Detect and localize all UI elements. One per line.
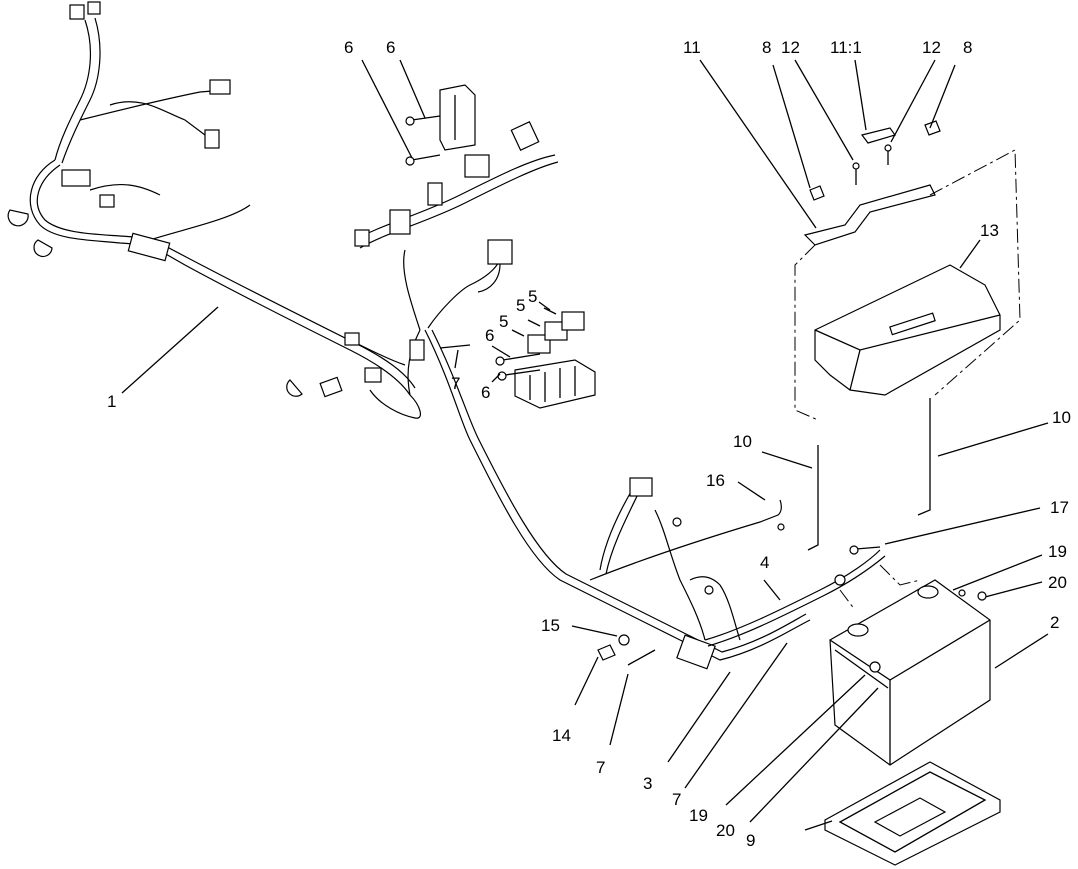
battery: [829, 579, 991, 766]
callout-20: 20: [1048, 573, 1067, 592]
battery-cover: [814, 264, 1001, 396]
fuse-block: [514, 359, 596, 409]
callout-6: 6: [386, 38, 395, 57]
callout-6: 6: [485, 326, 494, 345]
positive-cable: [704, 549, 886, 647]
callout-6: 6: [481, 383, 490, 402]
callout-20: 20: [716, 821, 735, 840]
ground-cable: [589, 499, 785, 581]
callout-labels: 1 2 3 4 5 5 5 5 6 6 6 6 7 7 7 8 8 9 10 1…: [107, 38, 1071, 850]
callout-7: 7: [596, 758, 605, 777]
callout-15: 15: [541, 616, 560, 635]
relay-group: [527, 311, 585, 354]
bracket-screws: [852, 144, 892, 185]
callout-11-1: 11:1: [830, 38, 862, 57]
callout-13: 13: [980, 221, 999, 240]
callout-5: 5: [528, 287, 537, 306]
screw-lower: [405, 154, 441, 166]
battery-tray: [824, 761, 1001, 866]
callout-2: 2: [1050, 613, 1059, 632]
upper-harness-branch: [354, 121, 559, 293]
callout-8: 8: [762, 38, 771, 57]
callout-7: 7: [672, 790, 681, 809]
hold-down-rods: [807, 398, 931, 551]
cable-tie-upper: [439, 344, 471, 349]
leader-lines: [121, 59, 1049, 831]
callout-14: 14: [552, 726, 571, 745]
callout-11: 11: [683, 38, 701, 57]
battery-bolt: [849, 545, 881, 555]
screw-upper: [405, 115, 441, 126]
callout-7: 7: [451, 374, 460, 393]
callout-3: 3: [643, 774, 652, 793]
wing-nuts: [809, 120, 941, 201]
callout-10: 10: [1052, 408, 1071, 427]
callout-10: 10: [733, 432, 752, 451]
relay-bracket: [439, 84, 476, 151]
callout-12: 12: [781, 38, 800, 57]
bolt: [597, 644, 616, 661]
callout-12: 12: [922, 38, 941, 57]
callout-9: 9: [746, 831, 755, 850]
auxiliary-wires: [599, 477, 741, 670]
washer: [618, 634, 630, 646]
assembly-dash-lines: [794, 149, 1021, 611]
cable-tie-lower: [627, 649, 656, 666]
callout-6: 6: [344, 38, 353, 57]
hold-down-bracket: [803, 184, 936, 246]
callout-5: 5: [516, 296, 525, 315]
callout-19: 19: [689, 806, 708, 825]
callout-5: 5: [499, 312, 508, 331]
main-wire-harness: [7, 1, 811, 661]
callout-4: 4: [760, 553, 769, 572]
callout-19: 19: [1048, 542, 1067, 561]
insulator: [860, 127, 896, 144]
callout-8: 8: [963, 38, 972, 57]
callout-17: 17: [1050, 498, 1069, 517]
callout-1: 1: [107, 392, 116, 411]
callout-16: 16: [706, 471, 725, 490]
